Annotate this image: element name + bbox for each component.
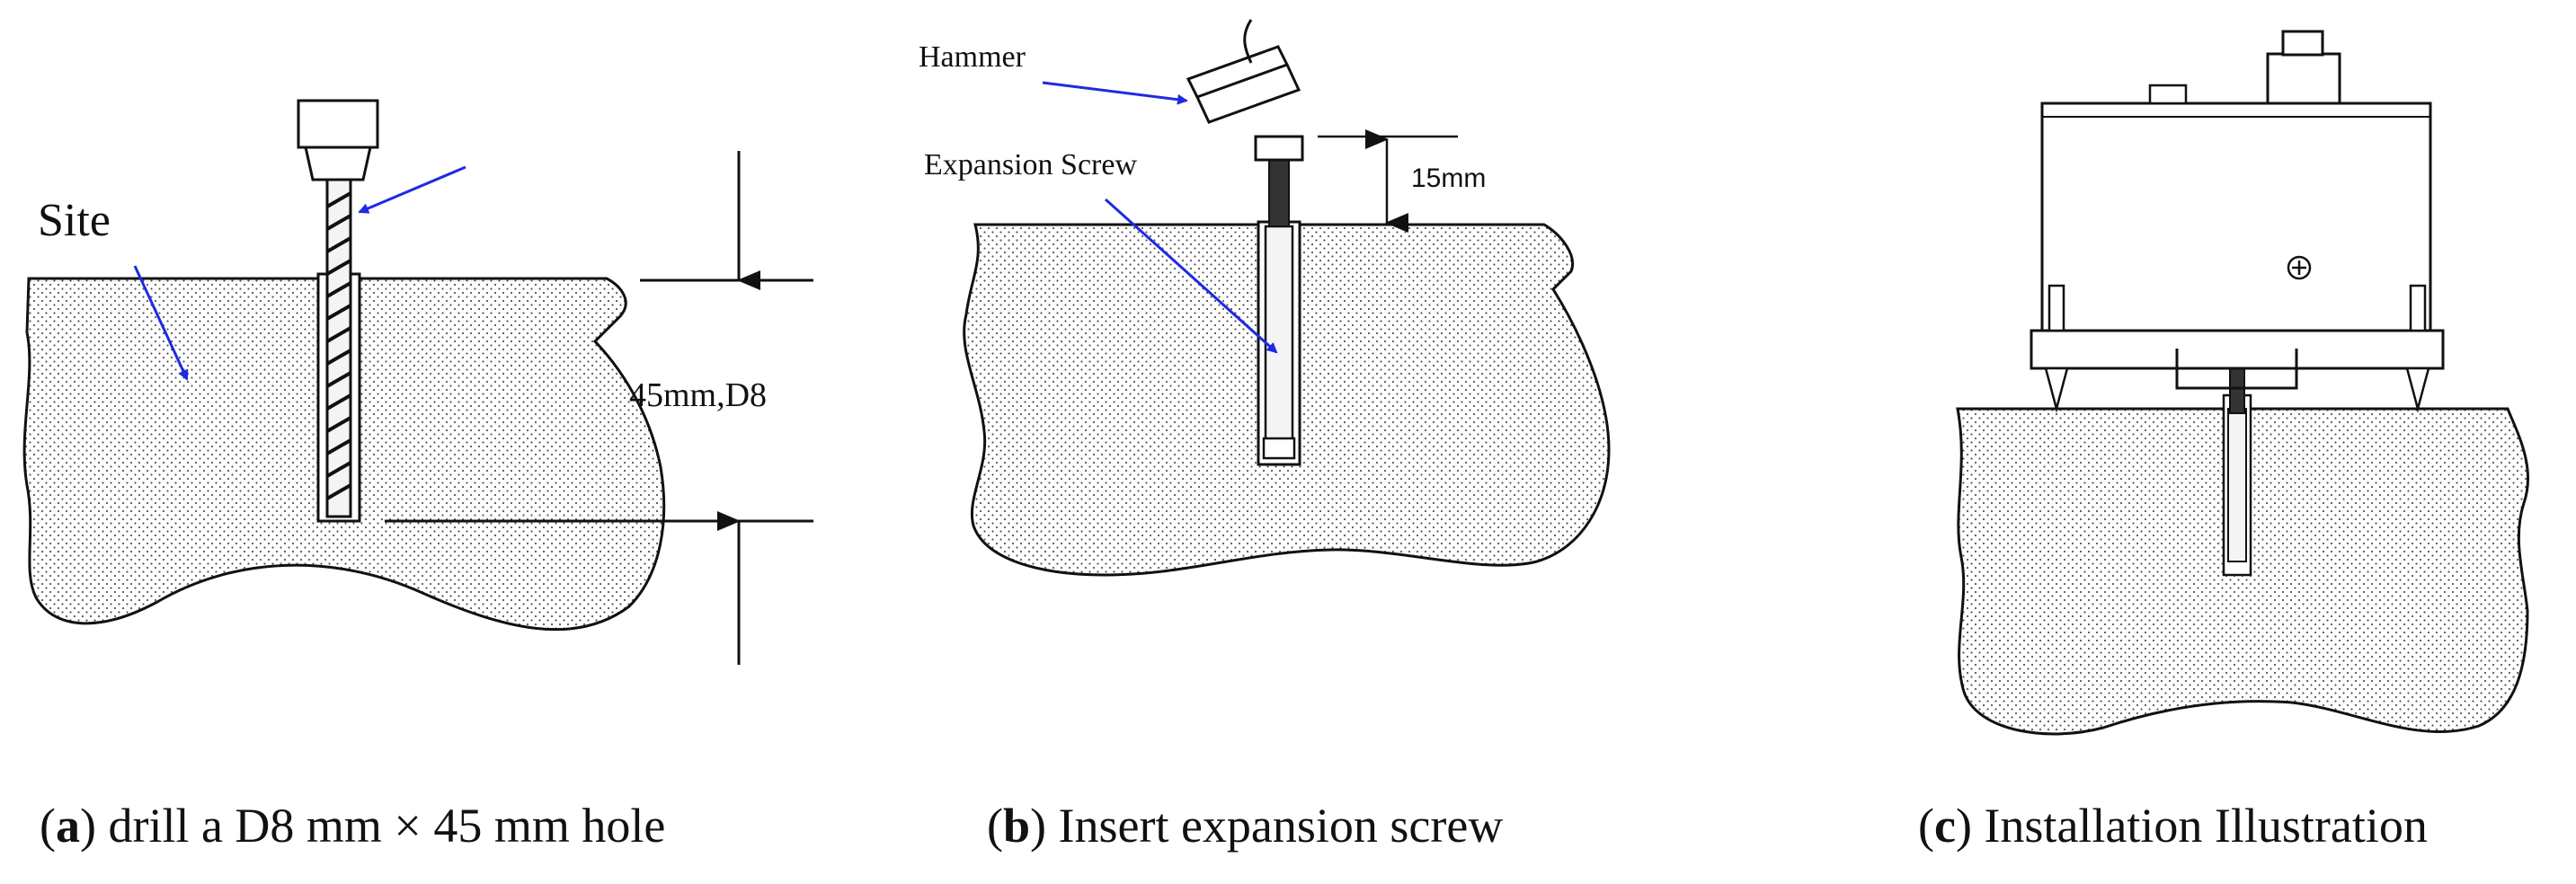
right-leg bbox=[2409, 284, 2427, 332]
caption-b: (b) Insert expansion screw bbox=[987, 799, 1504, 853]
panel-c bbox=[1956, 30, 2529, 736]
expansion-screw-label: Expansion Screw bbox=[924, 148, 1137, 181]
right-foot bbox=[2405, 367, 2430, 413]
dimension-label-b: 15mm bbox=[1411, 164, 1486, 193]
caption-c: (c) Installation Illustration bbox=[1918, 799, 2428, 853]
cabinet-connector-cap bbox=[2281, 30, 2324, 57]
hammer-icon bbox=[1186, 19, 1301, 124]
left-foot bbox=[2044, 367, 2069, 413]
base-plate bbox=[2030, 329, 2445, 370]
grounding-screw-icon bbox=[2287, 255, 2312, 280]
drill-pointer-arrow bbox=[358, 165, 466, 214]
anchor-sleeve-c bbox=[2227, 408, 2247, 562]
hammer-label: Hammer bbox=[919, 40, 1026, 74]
panel-b: Hammer Expansion Screw 15mm bbox=[919, 19, 1611, 577]
screw-head bbox=[1254, 135, 1304, 162]
anchor-sleeve bbox=[1264, 225, 1294, 444]
drill-collar bbox=[304, 146, 372, 181]
hammer-pointer-arrow bbox=[1042, 81, 1188, 105]
site-label: Site bbox=[38, 195, 111, 246]
anchor-nut bbox=[1262, 437, 1296, 460]
dimension-label-a: 45mm,D8 bbox=[629, 376, 767, 414]
base-bracket bbox=[2175, 349, 2298, 390]
caption-a: (a) drill a D8 mm × 45 mm hole bbox=[40, 799, 666, 853]
site-pointer-arrow bbox=[133, 265, 189, 381]
left-leg bbox=[2047, 284, 2065, 332]
cabinet-small-tab bbox=[2148, 84, 2188, 105]
drill-chuck bbox=[297, 99, 379, 149]
drill-bit-flutes bbox=[326, 191, 351, 500]
screw-shank bbox=[1268, 157, 1290, 227]
screw-pointer-arrow bbox=[1104, 198, 1278, 354]
cabinet-connector bbox=[2266, 52, 2341, 105]
device-cabinet bbox=[2040, 102, 2432, 334]
drill-bit bbox=[325, 178, 352, 518]
panel-a: Site 45mm,D8 bbox=[22, 99, 813, 665]
